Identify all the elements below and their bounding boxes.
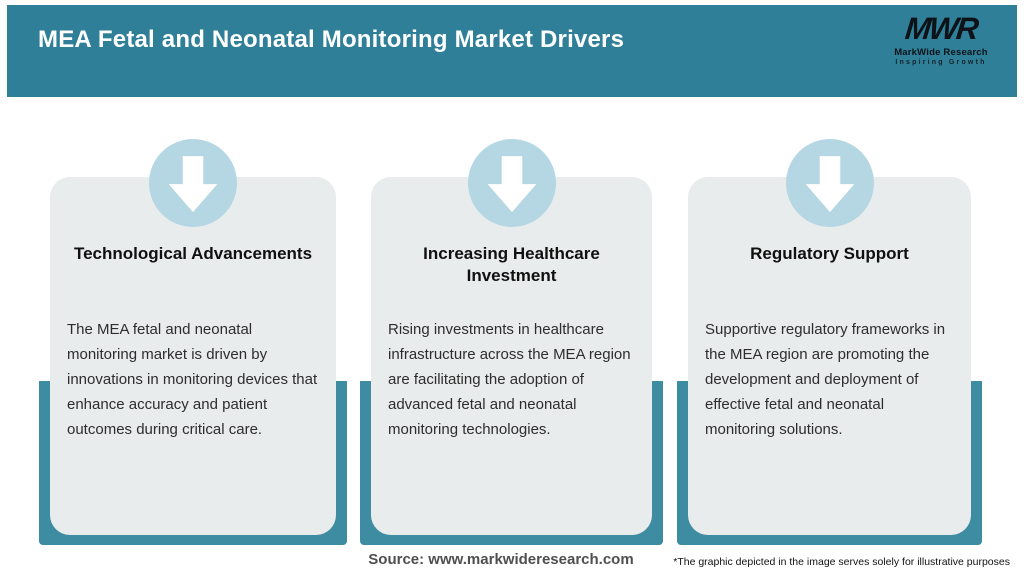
header-bar: MEA Fetal and Neonatal Monitoring Market…	[7, 5, 1017, 97]
markwide-logo: MWR MarkWide Research Inspiring Growth	[891, 11, 991, 66]
driver-card-increasing-healthcare-investment: Increasing Healthcare Investment Rising …	[371, 177, 652, 535]
driver-card-technological-advancements: Technological Advancements The MEA fetal…	[50, 177, 336, 535]
card-title: Regulatory Support	[750, 244, 909, 263]
down-arrow-icon	[149, 139, 237, 227]
disclaimer-note: *The graphic depicted in the image serve…	[673, 556, 1010, 568]
logo-tagline: Inspiring Growth	[895, 58, 987, 66]
card-description: Supportive regulatory frameworks in the …	[705, 321, 946, 438]
driver-card-group: Increasing Healthcare Investment Rising …	[360, 0, 663, 576]
card-title: Technological Advancements	[73, 244, 313, 263]
logo-name: MarkWide Research	[894, 46, 988, 58]
card-description: The MEA fetal and neonatal monitoring ma…	[67, 321, 318, 438]
page-title: MEA Fetal and Neonatal Monitoring Market…	[38, 26, 625, 53]
down-arrow-icon	[785, 139, 874, 227]
driver-card-group: Technological Advancements The MEA fetal…	[39, 0, 347, 576]
source-caption: Source: www.markwideresearch.com	[368, 551, 634, 568]
card-description: Rising investments in healthcare infrast…	[388, 321, 631, 438]
driver-card-group: Regulatory Support Supportive regulatory…	[677, 0, 982, 576]
card-title: Increasing Healthcare Investment	[423, 244, 600, 286]
down-arrow-icon	[467, 139, 556, 227]
driver-card-regulatory-support: Regulatory Support Supportive regulatory…	[688, 177, 971, 535]
